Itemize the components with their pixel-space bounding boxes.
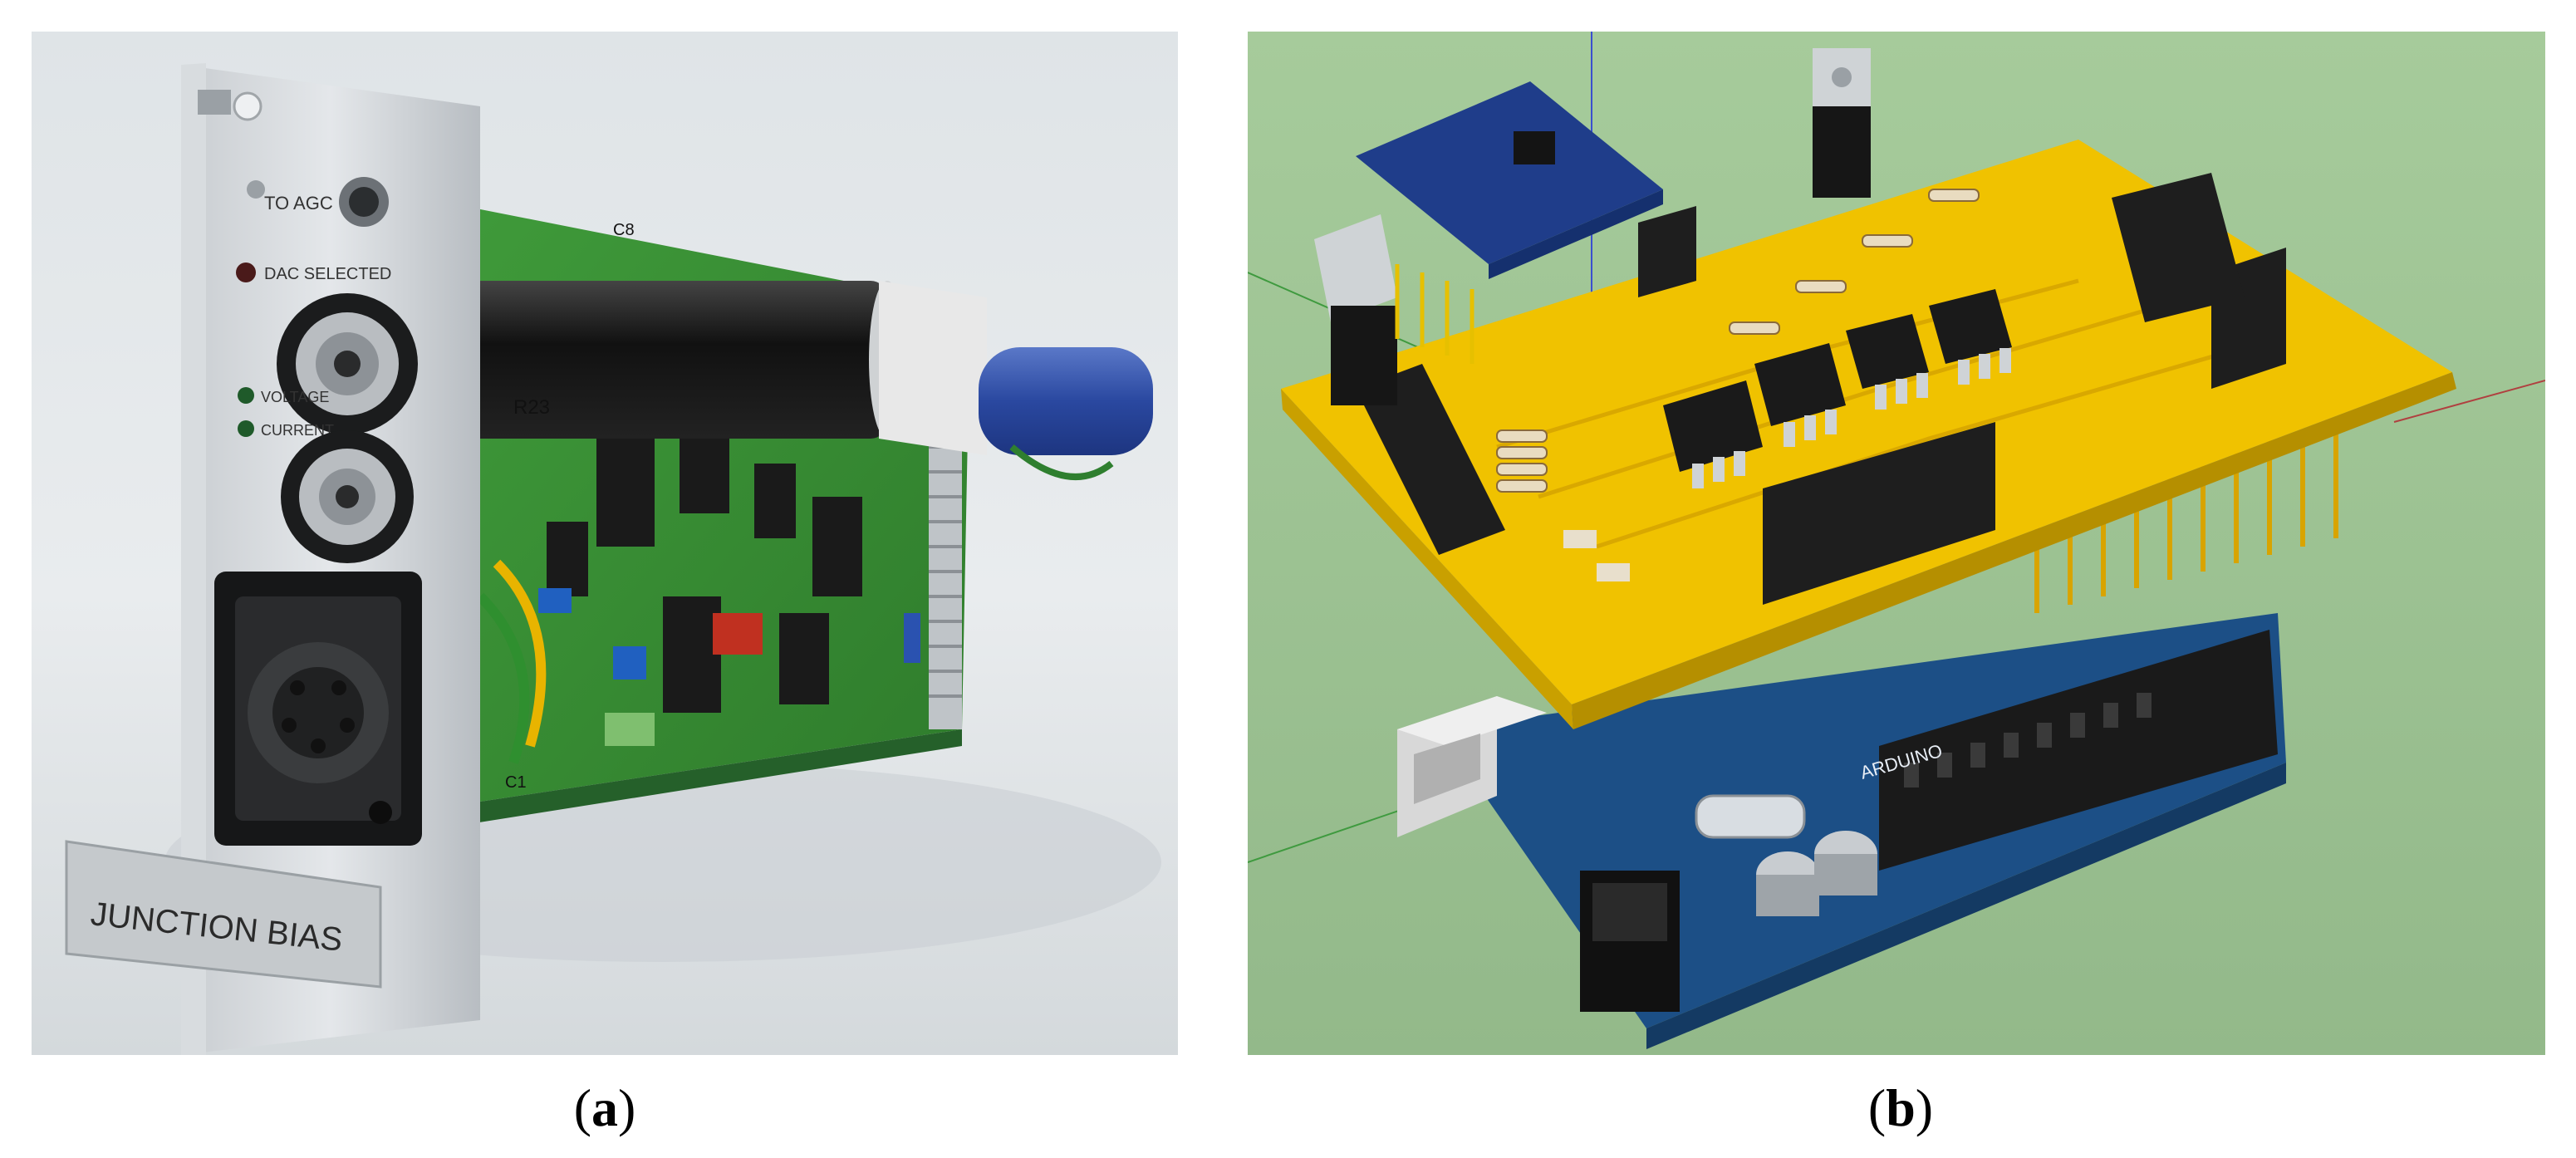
caption-b-letter: b xyxy=(1886,1078,1916,1137)
label-r23: R23 xyxy=(513,396,550,419)
caption-b: (b) xyxy=(1818,1073,1984,1143)
label-dac-selected: DAC SELECTED xyxy=(264,265,391,283)
label-to-agc: TO AGC xyxy=(264,193,333,213)
caption-a: (a) xyxy=(522,1073,688,1143)
caption-a-close: ) xyxy=(618,1078,636,1137)
label-voltage: VOLTAGE xyxy=(261,389,329,405)
panel-a-photo: TO AGC DAC SELECTED VOLTAGE CURRENT JU xyxy=(32,32,1178,1055)
caption-b-open: ( xyxy=(1867,1078,1887,1137)
module-photo-image: TO AGC DAC SELECTED VOLTAGE CURRENT JU xyxy=(32,32,1178,1055)
label-current: CURRENT xyxy=(261,422,334,439)
panel-b-render: ARDUINO xyxy=(1248,32,2545,1055)
pcb-render-image: ARDUINO xyxy=(1248,32,2545,1055)
caption-a-letter: a xyxy=(591,1078,618,1137)
label-c1: C1 xyxy=(505,773,527,792)
label-c8: C8 xyxy=(613,221,635,239)
caption-b-close: ) xyxy=(1915,1078,1934,1137)
caption-a-open: ( xyxy=(573,1078,591,1137)
